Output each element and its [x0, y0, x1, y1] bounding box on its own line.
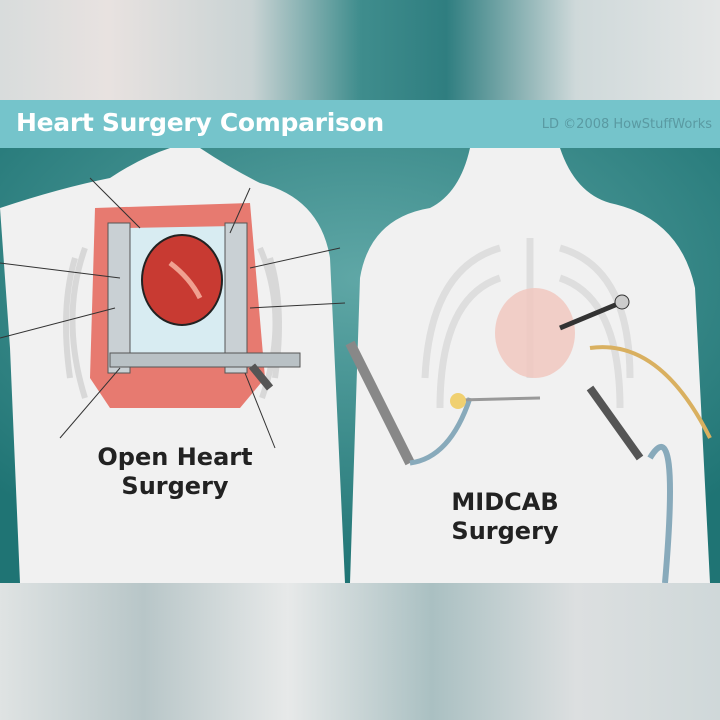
- copyright-credit: LD ©2008 HowStuffWorks: [541, 117, 712, 132]
- blurred-bottom-border: [0, 583, 720, 720]
- midcab-label: MIDCAB Surgery: [420, 488, 590, 546]
- heart: [141, 234, 223, 326]
- illustration: Open Heart Surgery MIDCAB Surgery: [0, 148, 720, 584]
- open-heart-label: Open Heart Surgery: [70, 443, 280, 501]
- header-bar: Heart Surgery Comparison LD ©2008 HowStu…: [0, 100, 720, 148]
- label-line: Surgery: [121, 472, 229, 500]
- midcab-instruments: [345, 294, 712, 584]
- page-title: Heart Surgery Comparison: [16, 108, 384, 137]
- label-line: MIDCAB: [451, 488, 559, 516]
- chest-retractor: [107, 222, 301, 391]
- sutures: [0, 177, 346, 449]
- midcab-heart: [495, 288, 575, 378]
- surgery-illustration: [0, 148, 720, 584]
- label-line: Open Heart: [97, 443, 253, 471]
- blurred-top-border: [0, 0, 720, 100]
- label-line: Surgery: [451, 517, 559, 545]
